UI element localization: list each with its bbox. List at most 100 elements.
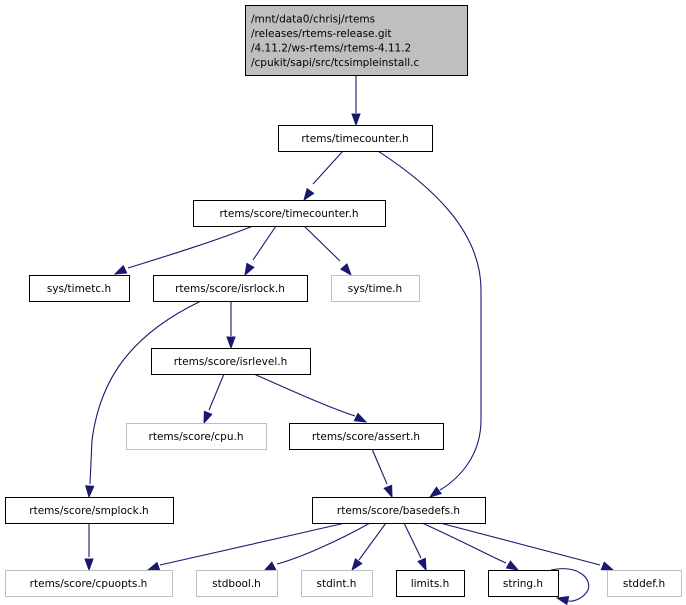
edge-isrlock-to-isrlevel <box>226 301 236 350</box>
arrowhead-icon <box>203 410 213 425</box>
node-isrlevel[interactable]: rtems/score/isrlevel.h <box>151 348 311 375</box>
edge-line <box>208 373 225 411</box>
node-label: string.h <box>503 578 543 590</box>
node-label: rtems/score/isrlock.h <box>175 283 285 295</box>
node-box <box>126 423 267 450</box>
arrowhead-icon <box>351 113 361 127</box>
edge-line <box>377 150 482 491</box>
node-box[interactable] <box>5 497 174 524</box>
edge-rtems-timecounter-to-basedefs <box>377 150 482 498</box>
edge-line <box>439 522 601 566</box>
node-label: rtems/score/assert.h <box>312 431 420 443</box>
node-box[interactable] <box>29 275 130 302</box>
edge-assert-to-basedefs <box>371 448 393 499</box>
edge-smplock-to-cpuopts <box>84 523 94 572</box>
edges-layer <box>84 75 615 605</box>
node-string[interactable]: string.h <box>488 570 559 597</box>
node-box[interactable] <box>278 125 433 152</box>
edge-isrlevel-to-cpu <box>203 373 225 425</box>
node-label: rtems/score/isrlevel.h <box>174 356 288 368</box>
edge-line <box>358 522 387 561</box>
node-smplock[interactable]: rtems/score/smplock.h <box>5 497 174 524</box>
arrowhead-icon <box>146 561 161 571</box>
arrowhead-icon <box>113 264 128 275</box>
edge-line <box>403 522 422 559</box>
edge-line <box>303 225 341 262</box>
node-root: /mnt/data0/chrisj/rtems/releases/rtems-r… <box>245 5 468 76</box>
node-label: rtems/score/cpu.h <box>149 431 244 443</box>
edge-line <box>550 568 590 602</box>
arrowhead-icon <box>226 336 236 350</box>
edge-line <box>276 522 371 565</box>
edge-line <box>89 300 202 485</box>
node-stddef: stddef.h <box>607 570 682 597</box>
node-box[interactable] <box>289 423 444 450</box>
node-cpuopts: rtems/score/cpuopts.h <box>5 570 173 597</box>
node-basedefs[interactable]: rtems/score/basedefs.h <box>312 497 486 524</box>
arrowhead-icon <box>85 485 95 499</box>
node-score-timecounter[interactable]: rtems/score/timecounter.h <box>193 200 386 227</box>
edge-string-to-string <box>550 568 590 605</box>
edge-basedefs-to-stdint <box>351 522 387 572</box>
arrowhead-icon <box>351 557 363 572</box>
node-box[interactable] <box>151 348 311 375</box>
node-box <box>196 570 278 597</box>
node-label: /4.11.2/ws-rtems/rtems-4.11.2 <box>251 42 411 54</box>
node-label: rtems/score/basedefs.h <box>337 505 460 517</box>
arrowhead-icon <box>353 412 368 423</box>
node-box[interactable] <box>312 497 486 524</box>
edge-basedefs-to-limits <box>403 522 427 572</box>
arrowhead-icon <box>262 561 277 572</box>
node-label: stdbool.h <box>212 578 261 590</box>
edge-isrlock-to-smplock <box>85 300 202 499</box>
edge-basedefs-to-cpuopts <box>146 522 346 571</box>
arrowhead-icon <box>383 484 393 499</box>
edge-line <box>252 225 277 261</box>
node-label: rtems/timecounter.h <box>301 133 408 145</box>
node-label: /releases/rtems-release.git <box>251 28 392 40</box>
edge-line <box>159 522 346 566</box>
edge-isrlevel-to-assert <box>253 373 368 423</box>
edge-line <box>421 522 507 564</box>
node-box <box>331 275 420 302</box>
node-label: rtems/score/cpuopts.h <box>30 578 148 590</box>
node-box[interactable] <box>488 570 559 597</box>
node-box[interactable] <box>193 200 386 227</box>
arrowhead-icon <box>84 558 94 572</box>
node-label: stdint.h <box>317 578 357 590</box>
node-stdint: stdint.h <box>301 570 373 597</box>
node-box <box>245 5 468 76</box>
node-rtems-timecounter[interactable]: rtems/timecounter.h <box>278 125 433 152</box>
node-label: sys/timetc.h <box>47 283 111 295</box>
node-sys-timetc[interactable]: sys/timetc.h <box>29 275 130 302</box>
node-box <box>607 570 682 597</box>
node-sys-time: sys/time.h <box>331 275 420 302</box>
edge-rtems-timecounter-to-score-timecounter <box>303 150 344 202</box>
edge-score-timecounter-to-sys-time <box>303 225 352 277</box>
arrowhead-icon <box>244 262 255 277</box>
node-label: rtems/score/timecounter.h <box>219 208 358 220</box>
edge-root-to-rtems-timecounter <box>351 75 361 127</box>
edge-line <box>253 373 356 417</box>
node-assert[interactable]: rtems/score/assert.h <box>289 423 444 450</box>
node-box <box>5 570 173 597</box>
node-isrlock[interactable]: rtems/score/isrlock.h <box>153 275 308 302</box>
arrowhead-icon <box>428 486 443 498</box>
nodes-layer: /mnt/data0/chrisj/rtems/releases/rtems-r… <box>5 5 682 597</box>
node-label: /mnt/data0/chrisj/rtems <box>251 13 375 25</box>
node-box <box>301 570 373 597</box>
node-stdbool: stdbool.h <box>196 570 278 597</box>
arrowhead-icon <box>600 561 615 571</box>
node-label: limits.h <box>411 578 450 590</box>
edge-line <box>312 150 344 185</box>
arrowhead-icon <box>555 595 570 605</box>
edge-line <box>371 448 388 485</box>
node-limits[interactable]: limits.h <box>396 570 465 597</box>
node-label: sys/time.h <box>348 283 402 295</box>
node-label: /cpukit/sapi/src/tcsimpleinstall.c <box>251 57 419 69</box>
node-box[interactable] <box>396 570 465 597</box>
node-cpu: rtems/score/cpu.h <box>126 423 267 450</box>
arrowhead-icon <box>303 187 315 202</box>
node-box[interactable] <box>153 275 308 302</box>
